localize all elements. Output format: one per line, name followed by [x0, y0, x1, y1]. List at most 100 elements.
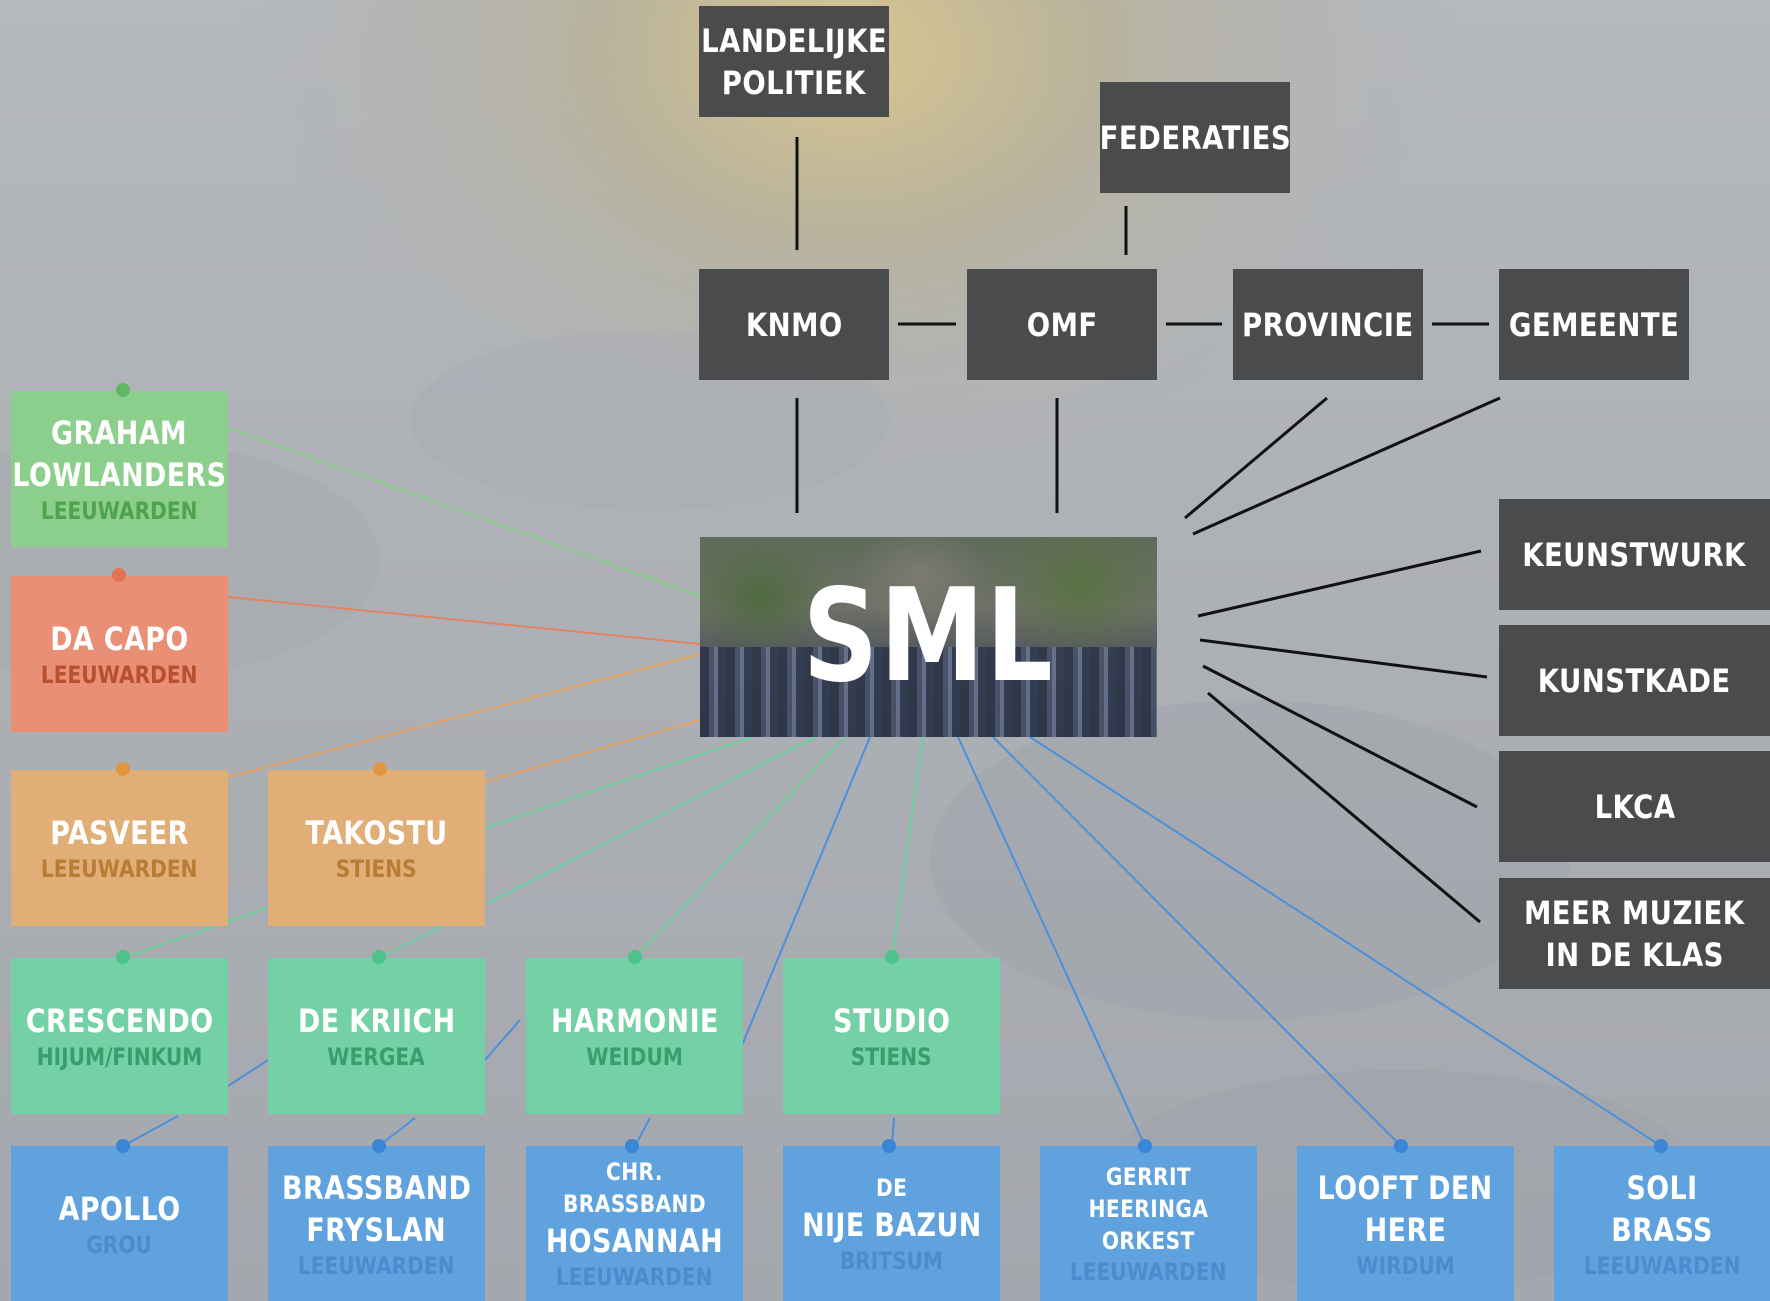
link-gerrit	[957, 736, 1146, 1147]
link-meermuziek-sml	[1207, 691, 1481, 924]
band-place: LEEUWARDEN	[41, 661, 198, 689]
node-omf: OMF	[967, 269, 1157, 380]
band-place: LEEUWARDEN	[1583, 1251, 1741, 1280]
link-gemeente-sml	[1192, 396, 1501, 536]
link-lkca-sml	[1202, 664, 1478, 809]
band-name-line2: HERE	[1364, 1210, 1447, 1249]
link-keunstwurk-sml	[1197, 549, 1482, 618]
dot-looft	[1394, 1139, 1408, 1153]
band-place: GROU	[86, 1230, 153, 1259]
band-name: CRESCENDO	[25, 1002, 214, 1040]
landelijke-politiek-line1: LANDELIJKE	[701, 21, 887, 60]
band-de-kriich: DE KRIICH WERGEA	[268, 958, 485, 1114]
node-meer-muziek: MEER MUZIEK IN DE KLAS	[1499, 878, 1770, 989]
dot-pasveer	[116, 762, 130, 776]
band-name: SOLI BRASS	[1611, 1168, 1713, 1249]
band-place: LEEUWARDEN	[41, 497, 198, 525]
provincie-label: PROVINCIE	[1242, 305, 1414, 344]
band-graham-lowlanders: GRAHAM LOWLANDERS LEEUWARDEN	[11, 391, 228, 547]
sml-photo-trees	[700, 537, 1157, 657]
federaties-label: FEDERATIES	[1099, 118, 1291, 157]
band-place: LEEUWARDEN	[298, 1251, 455, 1280]
link-apollo-d	[739, 736, 871, 1051]
band-place: WIRDUM	[1356, 1251, 1455, 1280]
link-provincie-sml	[1184, 396, 1328, 520]
dot-crescendo	[116, 950, 130, 964]
link-apollo-b	[227, 1059, 269, 1087]
band-takostu: TAKOSTU STIENS	[268, 770, 485, 926]
band-brassband-fryslan: BRASSBAND FRYSLAN LEEUWARDEN	[268, 1146, 485, 1301]
band-name: DA CAPO	[50, 620, 189, 658]
link-crescendo-a	[122, 907, 269, 959]
dot-harmonie	[628, 950, 642, 964]
band-place: WEIDUM	[586, 1043, 683, 1071]
band-pasveer: PASVEER LEEUWARDEN	[11, 770, 228, 926]
band-name-line2: LOWLANDERS	[12, 456, 227, 494]
kunstkade-label: KUNSTKADE	[1538, 661, 1731, 700]
band-studio: STUDIO STIENS	[783, 958, 1000, 1114]
band-gerrit-heeringa: GERRIT HEERINGA ORKEST LEEUWARDEN	[1040, 1146, 1257, 1301]
band-name-line1: GERRIT HEERINGA	[1088, 1162, 1209, 1223]
meer-muziek-line1: MEER MUZIEK	[1524, 893, 1745, 932]
link-crescendo-b	[484, 736, 753, 829]
dot-graham	[116, 383, 130, 397]
band-name-line2: ORKEST	[1102, 1226, 1195, 1255]
node-provincie: PROVINCIE	[1233, 269, 1423, 380]
band-place: LEEUWARDEN	[556, 1262, 713, 1291]
band-name-line1: GRAHAM	[51, 414, 188, 452]
node-knmo: KNMO	[699, 269, 889, 380]
band-name: STUDIO	[832, 1002, 951, 1040]
band-nije-bazun: DE NIJE BAZUN BRITSUM	[783, 1146, 1000, 1301]
dot-soli	[1654, 1139, 1668, 1153]
link-takostu	[484, 719, 701, 783]
band-name: NIJE BAZUN	[801, 1205, 982, 1244]
band-da-capo: DA CAPO LEEUWARDEN	[11, 576, 228, 732]
band-place: LEEUWARDEN	[1070, 1257, 1227, 1286]
link-apollo-a	[122, 1115, 179, 1147]
gemeente-label: GEMEENTE	[1508, 305, 1680, 344]
band-name: HOSANNAH	[545, 1221, 724, 1260]
link-graham	[227, 427, 701, 597]
sml-title: SML	[802, 562, 1055, 711]
dot-studio	[885, 950, 899, 964]
band-crescendo: CRESCENDO HIJUM/FINKUM	[11, 958, 228, 1114]
band-place: STIENS	[336, 855, 417, 883]
dot-dekriich	[372, 950, 386, 964]
dot-dacapo	[112, 568, 126, 582]
sml-photo-band	[700, 647, 1157, 737]
node-lkca: LKCA	[1499, 751, 1770, 862]
band-name: TAKOSTU	[305, 814, 448, 852]
lkca-label: LKCA	[1594, 787, 1675, 826]
dot-hosannah	[625, 1139, 639, 1153]
band-name: DE KRIICH	[297, 1002, 456, 1040]
node-keunstwurk: KEUNSTWURK	[1499, 499, 1770, 610]
link-soli	[1029, 736, 1662, 1147]
keunstwurk-label: KEUNSTWURK	[1522, 535, 1747, 574]
meer-muziek-line2: IN DE KLAS	[1545, 935, 1724, 974]
band-name-line1: LOOFT DEN	[1318, 1168, 1493, 1207]
band-place: HIJUM/FINKUM	[36, 1043, 203, 1071]
landelijke-politiek-line2: POLITIEK	[722, 63, 866, 102]
band-apollo: APOLLO GROU	[11, 1146, 228, 1301]
band-name: HARMONIE	[550, 1002, 719, 1040]
dot-nijebazun	[882, 1139, 896, 1153]
band-soli-brass: SOLI BRASS LEEUWARDEN	[1554, 1146, 1770, 1301]
band-hosannah: CHR. BRASSBAND HOSANNAH LEEUWARDEN	[526, 1146, 743, 1301]
link-pasveer	[227, 653, 701, 778]
sml-center-node: SML	[700, 537, 1157, 737]
link-kunstkade-sml	[1199, 638, 1488, 679]
node-gemeente: GEMEENTE	[1499, 269, 1689, 380]
link-harmonie	[634, 736, 846, 959]
knmo-label: KNMO	[745, 305, 843, 344]
link-apollo-c	[484, 1019, 521, 1061]
band-name: PASVEER	[50, 814, 189, 852]
node-federaties: FEDERATIES	[1099, 82, 1291, 193]
band-place: LEEUWARDEN	[41, 855, 198, 883]
dot-apollo	[116, 1139, 130, 1153]
band-name: APOLLO	[58, 1189, 181, 1228]
band-looft-den-here: LOOFT DEN HERE WIRDUM	[1297, 1146, 1514, 1301]
node-kunstkade: KUNSTKADE	[1499, 625, 1770, 736]
band-prefix: CHR. BRASSBAND	[563, 1157, 706, 1218]
link-looft	[992, 736, 1402, 1147]
